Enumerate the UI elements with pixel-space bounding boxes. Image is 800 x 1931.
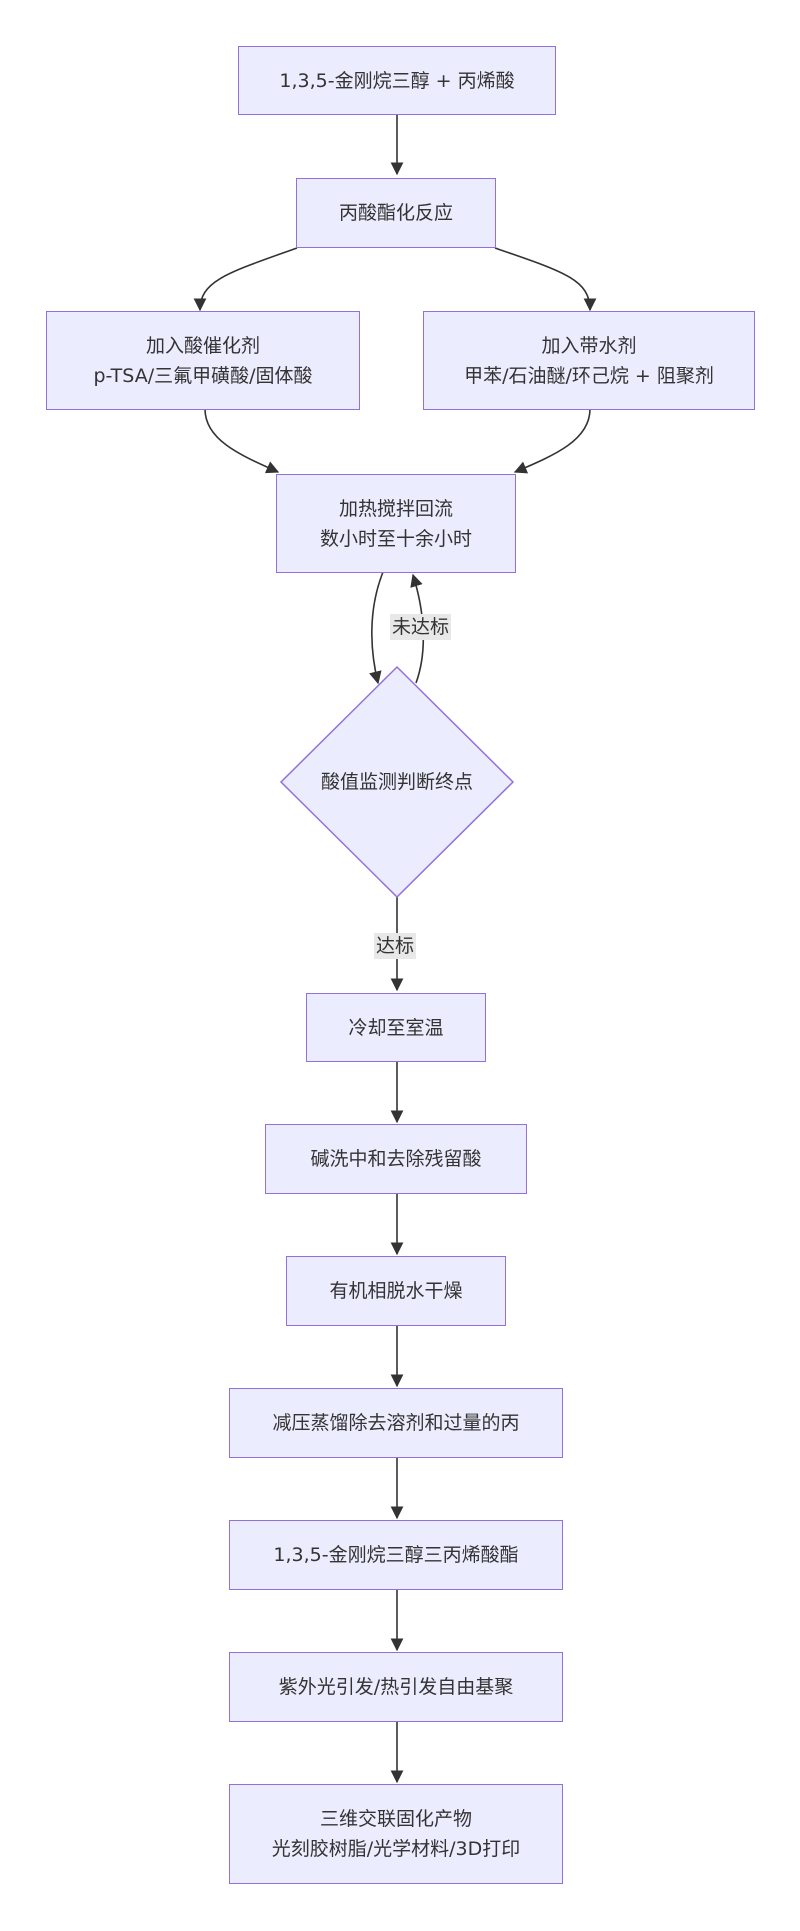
node-water-agent-line-2: 甲苯/石油醚/环己烷 + 阻聚剂	[464, 364, 714, 387]
node-start-line-1: 1,3,5-金刚烷三醇 + 丙烯酸	[279, 69, 515, 92]
node-dry-line-1: 有机相脱水干燥	[329, 1280, 463, 1302]
decision-diamond	[279, 665, 515, 899]
node-catalyst: 加入酸催化剂 p-TSA/三氟甲磺酸/固体酸	[46, 311, 360, 410]
node-product: 1,3,5-金刚烷三醇三丙烯酸酯	[229, 1520, 563, 1590]
node-reaction: 丙酸酯化反应	[296, 178, 496, 248]
edge-reaction-to-catalyst	[193, 247, 298, 312]
node-polymerize: 紫外光引发/热引发自由基聚	[229, 1652, 563, 1722]
node-decision: 酸值监测判断终点	[281, 767, 513, 797]
node-product-line-1: 1,3,5-金刚烷三醇三丙烯酸酯	[273, 1544, 519, 1566]
node-water-agent: 加入带水剂 甲苯/石油醚/环己烷 + 阻聚剂	[423, 311, 755, 410]
node-reflux-line-2: 数小时至十余小时	[319, 527, 472, 550]
node-wash-line-1: 碱洗中和去除残留酸	[310, 1148, 482, 1170]
edge-reflux-to-decision	[369, 571, 384, 685]
edge-label-not-met: 未达标	[390, 614, 452, 640]
node-distill: 减压蒸馏除去溶剂和过量的丙	[229, 1388, 563, 1458]
node-final-line-2: 光刻胶树脂/光学材料/3D打印	[271, 1838, 521, 1860]
edge-reaction-to-water-agent	[494, 247, 597, 312]
node-reflux: 加热搅拌回流 数小时至十余小时	[276, 474, 516, 573]
node-polymerize-line-1: 紫外光引发/热引发自由基聚	[278, 1676, 514, 1698]
node-catalyst-line-1: 加入酸催化剂	[145, 334, 260, 357]
node-start: 1,3,5-金刚烷三醇 + 丙烯酸	[238, 46, 556, 115]
node-reflux-line-1: 加热搅拌回流	[338, 497, 453, 520]
edge-label-met: 达标	[374, 933, 417, 959]
node-distill-line-1: 减压蒸馏除去溶剂和过量的丙	[272, 1412, 520, 1434]
node-water-agent-line-1: 加入带水剂	[541, 334, 637, 357]
node-catalyst-line-2: p-TSA/三氟甲磺酸/固体酸	[93, 364, 313, 387]
node-reaction-line-1: 丙酸酯化反应	[338, 202, 453, 224]
node-cool: 冷却至室温	[306, 993, 486, 1062]
node-final: 三维交联固化产物 光刻胶树脂/光学材料/3D打印	[229, 1784, 563, 1884]
node-wash: 碱洗中和去除残留酸	[265, 1124, 527, 1194]
node-final-line-1: 三维交联固化产物	[319, 1808, 472, 1830]
edge-catalyst-to-reflux	[204, 408, 280, 474]
node-decision-line-1: 酸值监测判断终点	[320, 771, 473, 793]
node-dry: 有机相脱水干燥	[286, 1256, 506, 1326]
edge-water-agent-to-reflux	[513, 408, 591, 474]
node-cool-line-1: 冷却至室温	[348, 1016, 444, 1039]
